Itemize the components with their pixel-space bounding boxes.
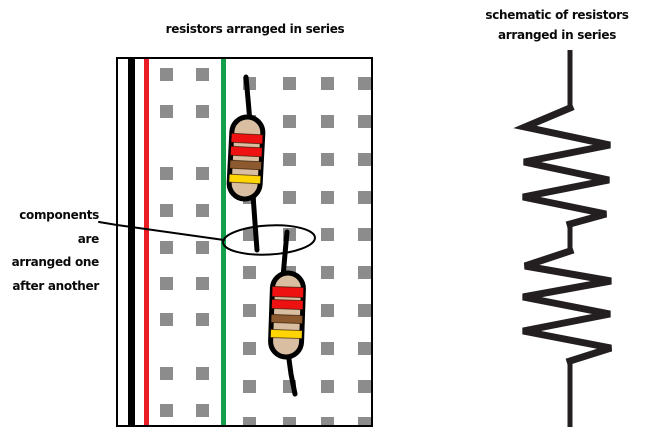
breadboard-hole <box>242 114 256 128</box>
breadboard-holes <box>118 59 371 425</box>
annotation-label-line1: components are <box>19 208 99 246</box>
breadboard-hole <box>357 303 371 317</box>
breadboard-hole <box>195 104 209 118</box>
breadboard-hole <box>195 312 209 326</box>
breadboard-title: resistors arranged in series <box>165 22 345 36</box>
breadboard-hole <box>357 416 371 425</box>
breadboard-rail-red <box>144 59 149 425</box>
breadboard-hole <box>242 265 256 279</box>
schematic-title: schematic of resistors arranged in serie… <box>462 5 651 45</box>
breadboard-hole <box>195 240 209 254</box>
breadboard-hole <box>320 379 334 393</box>
breadboard-hole <box>242 227 256 241</box>
schematic-resistor-symbol-1 <box>513 103 611 229</box>
breadboard-hole <box>282 190 296 204</box>
breadboard-hole <box>282 416 296 425</box>
breadboard-rail-black <box>127 59 135 425</box>
breadboard-hole <box>195 203 209 217</box>
breadboard-hole <box>357 76 371 90</box>
annotation-label: components are arranged one after anothe… <box>0 204 100 298</box>
breadboard-hole <box>320 416 334 425</box>
breadboard <box>116 57 373 427</box>
breadboard-hole <box>282 114 296 128</box>
breadboard-hole <box>320 76 334 90</box>
breadboard-hole <box>282 303 296 317</box>
breadboard-hole <box>159 67 173 81</box>
breadboard-hole <box>320 265 334 279</box>
schematic-title-line2: arranged in series <box>497 28 617 42</box>
breadboard-hole <box>195 366 209 380</box>
breadboard-hole <box>282 341 296 355</box>
breadboard-hole <box>242 341 256 355</box>
breadboard-hole <box>242 152 256 166</box>
breadboard-hole <box>242 379 256 393</box>
breadboard-hole <box>159 276 173 290</box>
schematic-resistor-symbol-2 <box>522 246 613 366</box>
breadboard-hole <box>357 341 371 355</box>
breadboard-hole <box>242 416 256 425</box>
breadboard-hole <box>159 366 173 380</box>
breadboard-hole <box>357 114 371 128</box>
breadboard-hole <box>320 303 334 317</box>
breadboard-hole <box>242 190 256 204</box>
breadboard-hole <box>242 303 256 317</box>
breadboard-hole <box>357 379 371 393</box>
breadboard-hole <box>357 190 371 204</box>
breadboard-hole <box>195 276 209 290</box>
breadboard-hole <box>282 76 296 90</box>
breadboard-hole <box>320 190 334 204</box>
breadboard-hole <box>357 152 371 166</box>
breadboard-hole <box>282 152 296 166</box>
breadboard-hole <box>159 312 173 326</box>
breadboard-hole <box>357 265 371 279</box>
breadboard-hole <box>195 67 209 81</box>
breadboard-hole <box>195 166 209 180</box>
breadboard-hole <box>320 341 334 355</box>
breadboard-hole <box>320 114 334 128</box>
breadboard-hole <box>159 203 173 217</box>
schematic-title-line1: schematic of resistors <box>485 8 629 22</box>
annotation-label-line2: arranged one <box>11 255 100 269</box>
breadboard-hole <box>159 104 173 118</box>
breadboard-hole <box>242 76 256 90</box>
breadboard-hole <box>195 403 209 417</box>
breadboard-hole <box>159 166 173 180</box>
breadboard-hole <box>282 265 296 279</box>
breadboard-hole <box>357 227 371 241</box>
breadboard-hole <box>320 152 334 166</box>
breadboard-hole <box>159 240 173 254</box>
breadboard-hole <box>159 403 173 417</box>
breadboard-hole <box>282 379 296 393</box>
breadboard-hole <box>282 227 296 241</box>
annotation-label-line3: after another <box>12 278 99 293</box>
breadboard-hole <box>320 227 334 241</box>
